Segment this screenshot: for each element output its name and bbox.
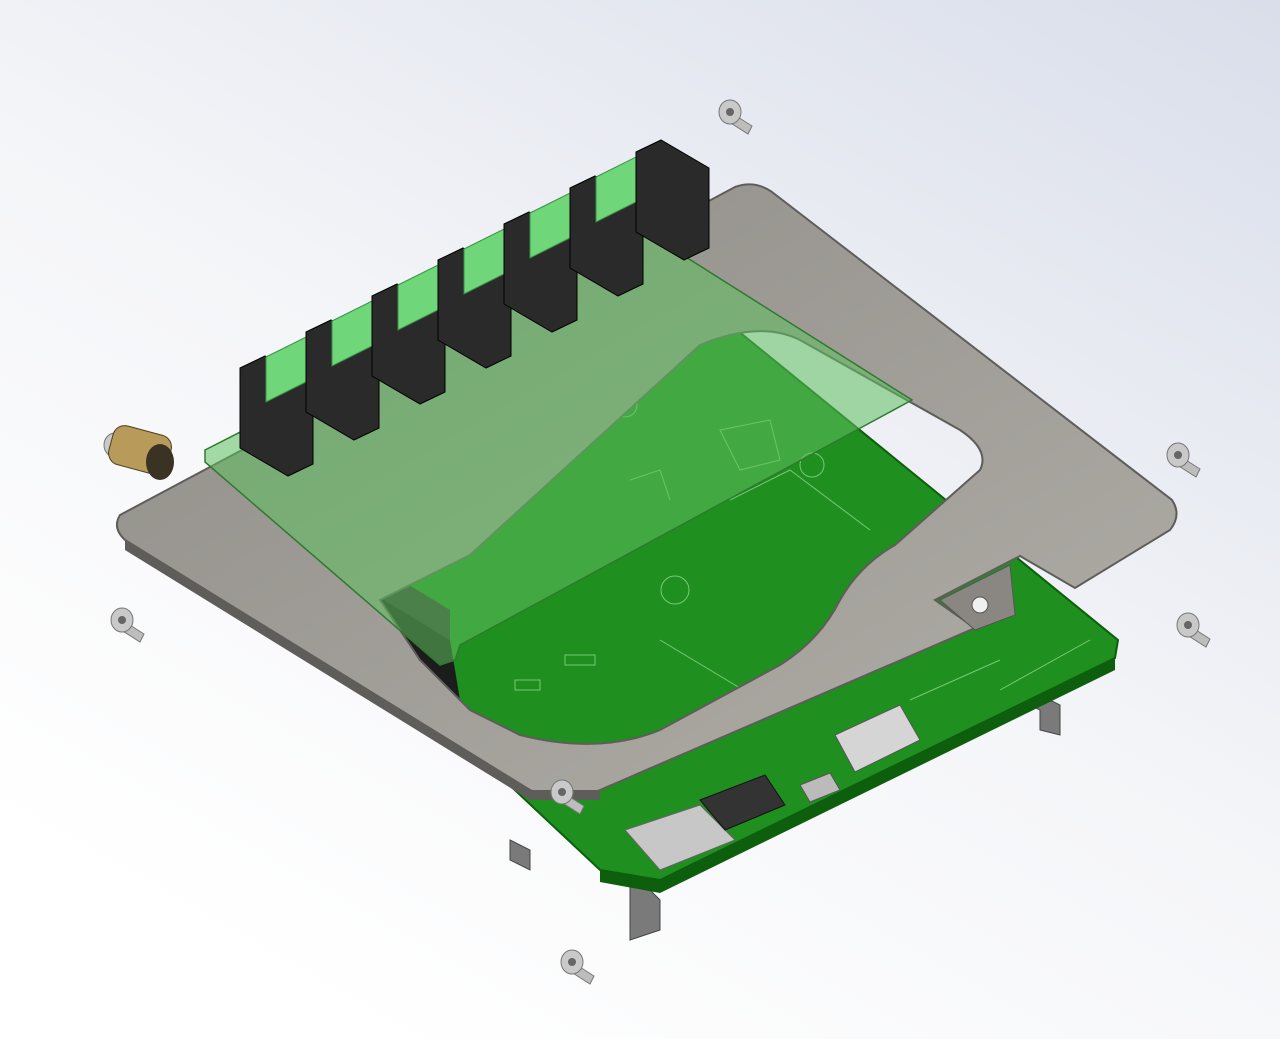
terminal-connector-icon xyxy=(635,139,710,261)
screw-icon xyxy=(1166,442,1201,478)
screw-icon xyxy=(550,779,585,815)
screw-icon xyxy=(560,949,595,985)
sim-card-slot xyxy=(624,804,736,871)
sd-card-slot xyxy=(699,774,786,831)
terminal-connectors xyxy=(239,139,710,477)
hdmi-port xyxy=(834,704,921,773)
screw-icon xyxy=(1176,612,1211,648)
screw-icon xyxy=(718,99,753,135)
cable-gland xyxy=(108,425,174,480)
screw-icon xyxy=(110,607,145,643)
micro-usb-port xyxy=(799,772,841,803)
